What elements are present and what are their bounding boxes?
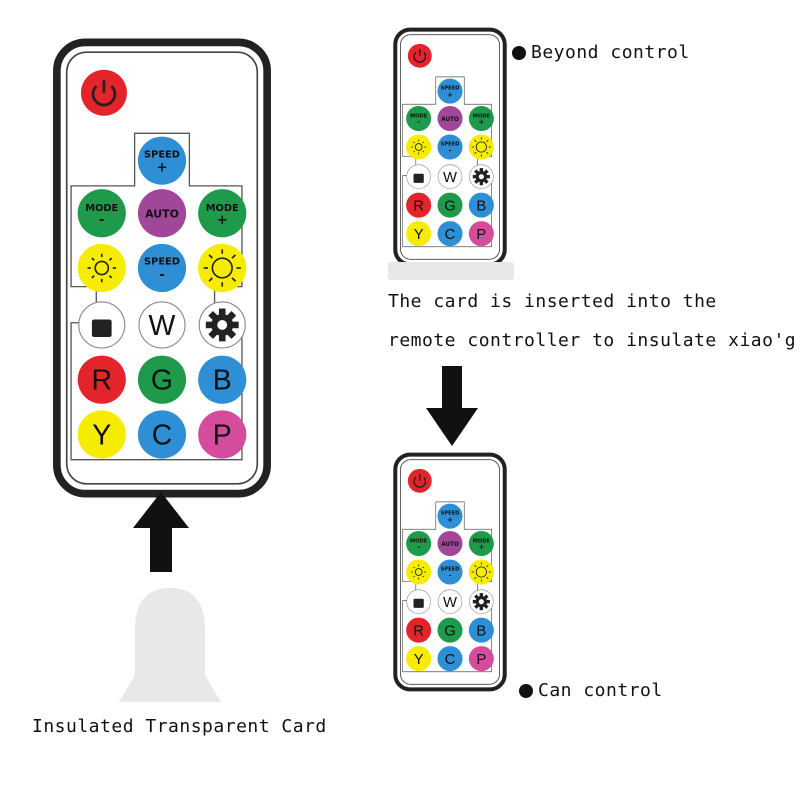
remote-small-bottom	[393, 452, 507, 692]
arrow-down-icon	[426, 366, 478, 446]
label-insulated-card: Insulated Transparent Card	[32, 716, 327, 737]
label-can-control: Can control	[538, 680, 663, 701]
remote-large	[52, 38, 272, 498]
label-insert-line2: remote controller to insulate xiao'g	[388, 330, 797, 351]
label-insert-line1: The card is inserted into the	[388, 291, 717, 312]
card-tab	[388, 262, 514, 280]
bullet-icon	[519, 684, 533, 698]
label-beyond-control: Beyond control	[531, 42, 690, 63]
arrow-up-icon	[133, 492, 189, 572]
insulating-card-icon	[119, 588, 221, 702]
bullet-icon	[512, 46, 526, 60]
remote-small-top	[393, 27, 507, 267]
